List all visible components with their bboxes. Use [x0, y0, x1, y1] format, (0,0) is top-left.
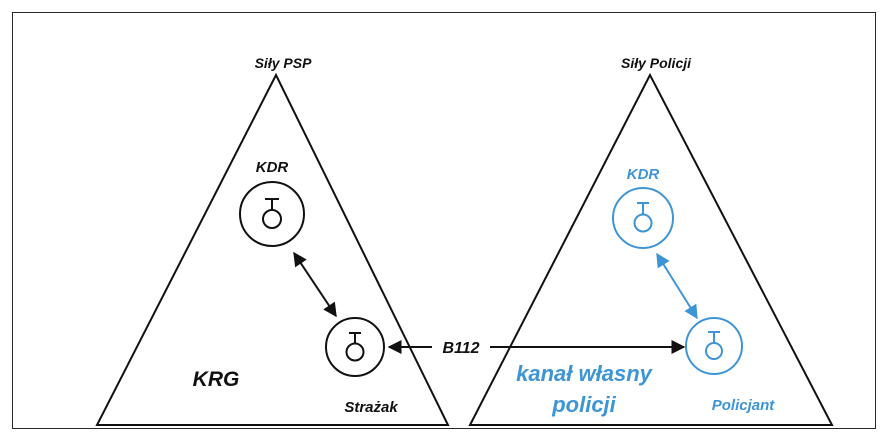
strazak-label: Strażak [344, 399, 398, 416]
radio-station-icon [633, 202, 653, 233]
radio-station-icon [345, 332, 365, 362]
strazak-node [325, 317, 385, 377]
psp-kdr-node [239, 181, 305, 247]
police-kdr-label: KDR [627, 166, 660, 183]
channel-label-line2: policji [551, 392, 616, 417]
strazak-outer-ring [325, 317, 385, 377]
policjant-label: Policjant [712, 397, 776, 414]
police-title: Siły Policji [621, 55, 692, 71]
psp-kdr-outer-ring [239, 181, 305, 247]
police-kdr-node [612, 187, 674, 249]
channel-label-line1: kanał własny [516, 361, 654, 386]
psp-triangle [95, 72, 450, 426]
psp-title: Siły PSP [255, 55, 312, 71]
police-triangle [468, 72, 834, 426]
police-command-arrow [656, 252, 698, 320]
psp-kdr-label: KDR [256, 159, 289, 176]
policjant-node [685, 317, 743, 375]
radio-station-icon [705, 331, 723, 360]
krg-label: KRG [193, 368, 240, 391]
psp-command-arrow [293, 251, 337, 318]
police-kdr-outer-ring [612, 187, 674, 249]
policjant-outer-ring [685, 317, 743, 375]
radio-station-icon [262, 198, 282, 229]
diagram-frame [12, 12, 876, 429]
b112-label: B112 [442, 340, 479, 357]
